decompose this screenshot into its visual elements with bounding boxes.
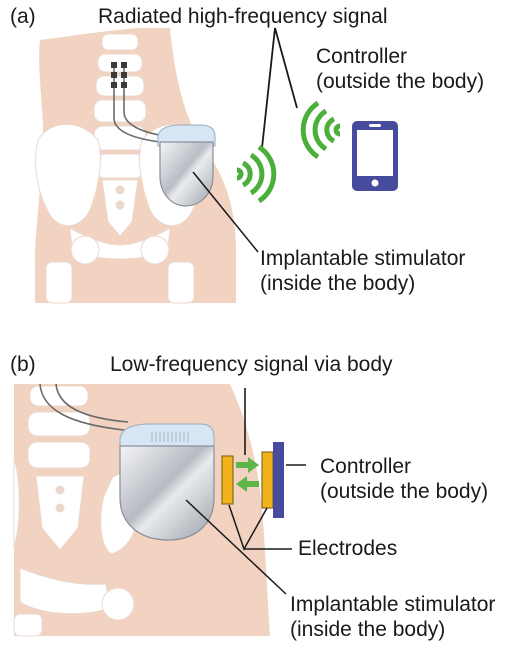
panel-b-tag: (b) <box>10 353 36 376</box>
panel-a-illustration <box>35 27 398 304</box>
signal-label: Low-frequency signal via body <box>110 353 393 376</box>
implantable-stimulator-device <box>157 124 216 207</box>
stimulator-leader-line <box>192 171 259 253</box>
signal-leader-lines <box>261 27 298 149</box>
spine <box>93 33 147 237</box>
wave-icon-implant <box>236 144 277 204</box>
phone-controller-icon <box>352 121 398 191</box>
panel-b: (b) Low-frequency signal via body Contro… <box>0 318 520 654</box>
signal-label: Radiated high-frequency signal <box>98 5 388 28</box>
controller-label: Controller (outside the body) <box>320 455 489 503</box>
implantable-stimulator-device <box>119 423 215 541</box>
stimulator-label: Implantable stimulator (inside the body) <box>260 247 466 295</box>
patch-controller <box>273 442 284 518</box>
inner-electrode <box>221 455 234 505</box>
controller-label: Controller (outside the body) <box>316 45 485 93</box>
pelvis-bones <box>13 457 141 637</box>
outer-electrode <box>261 451 274 509</box>
stimulator-label: Implantable stimulator (inside the body) <box>290 593 496 641</box>
electrodes-label: Electrodes <box>298 537 398 560</box>
panel-a: (a) Radiated high-frequency signal Contr… <box>0 0 520 318</box>
signal-arrows <box>236 457 259 492</box>
stimulation-leads <box>111 62 166 143</box>
panel-a-tag: (a) <box>10 5 36 28</box>
wave-icon-controller <box>300 100 341 160</box>
spine <box>27 385 91 551</box>
stimulation-leads <box>39 383 129 431</box>
panel-b-illustration <box>13 383 306 637</box>
stimulator-leader-line <box>185 499 287 595</box>
